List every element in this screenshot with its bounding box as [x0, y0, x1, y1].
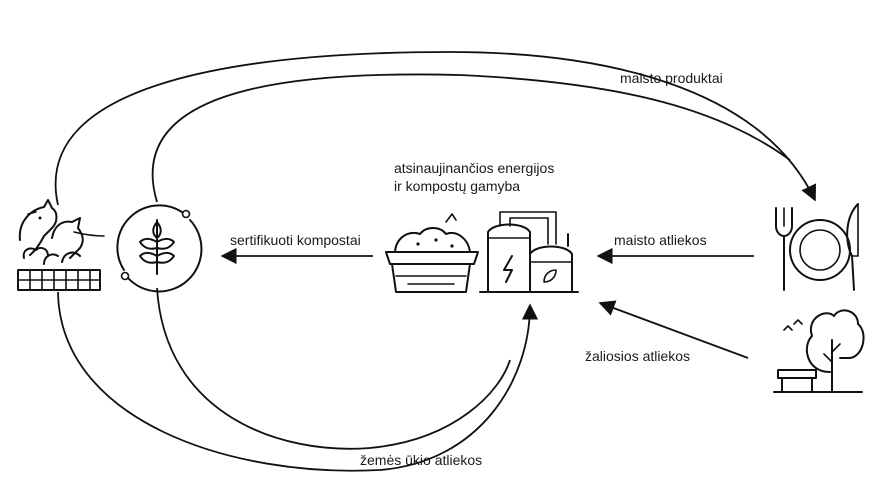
- green-waste-arrow: [598, 300, 749, 359]
- food-products-inner-arc: [151, 73, 791, 203]
- label-energy-compost-line1: atsinaujinančios energijos: [394, 160, 555, 176]
- wheat-circle-icon: [116, 204, 203, 293]
- food-products-outer-arc: [54, 51, 816, 206]
- label-farm-waste: žemės ūkio atliekos: [360, 452, 483, 468]
- label-energy-compost-line2: ir kompostų gamyba: [394, 178, 521, 194]
- biogas-plant-icon: [479, 211, 579, 293]
- label-certified-compost: sertifikuoti kompostai: [230, 232, 361, 248]
- farm-waste-inner-arc: [156, 287, 511, 450]
- label-green-waste: žaliosios atliekos: [585, 348, 691, 364]
- plate-fork-knife-icon: [775, 203, 859, 291]
- farm-waste-outer-arc: [57, 291, 539, 472]
- label-food-products: maisto produktai: [620, 70, 723, 86]
- park-tree-bench-icon: [773, 309, 865, 393]
- label-food-waste: maisto atliekos: [614, 232, 707, 248]
- livestock-farm-icon: [17, 199, 105, 291]
- compost-bin-icon: [385, 213, 479, 293]
